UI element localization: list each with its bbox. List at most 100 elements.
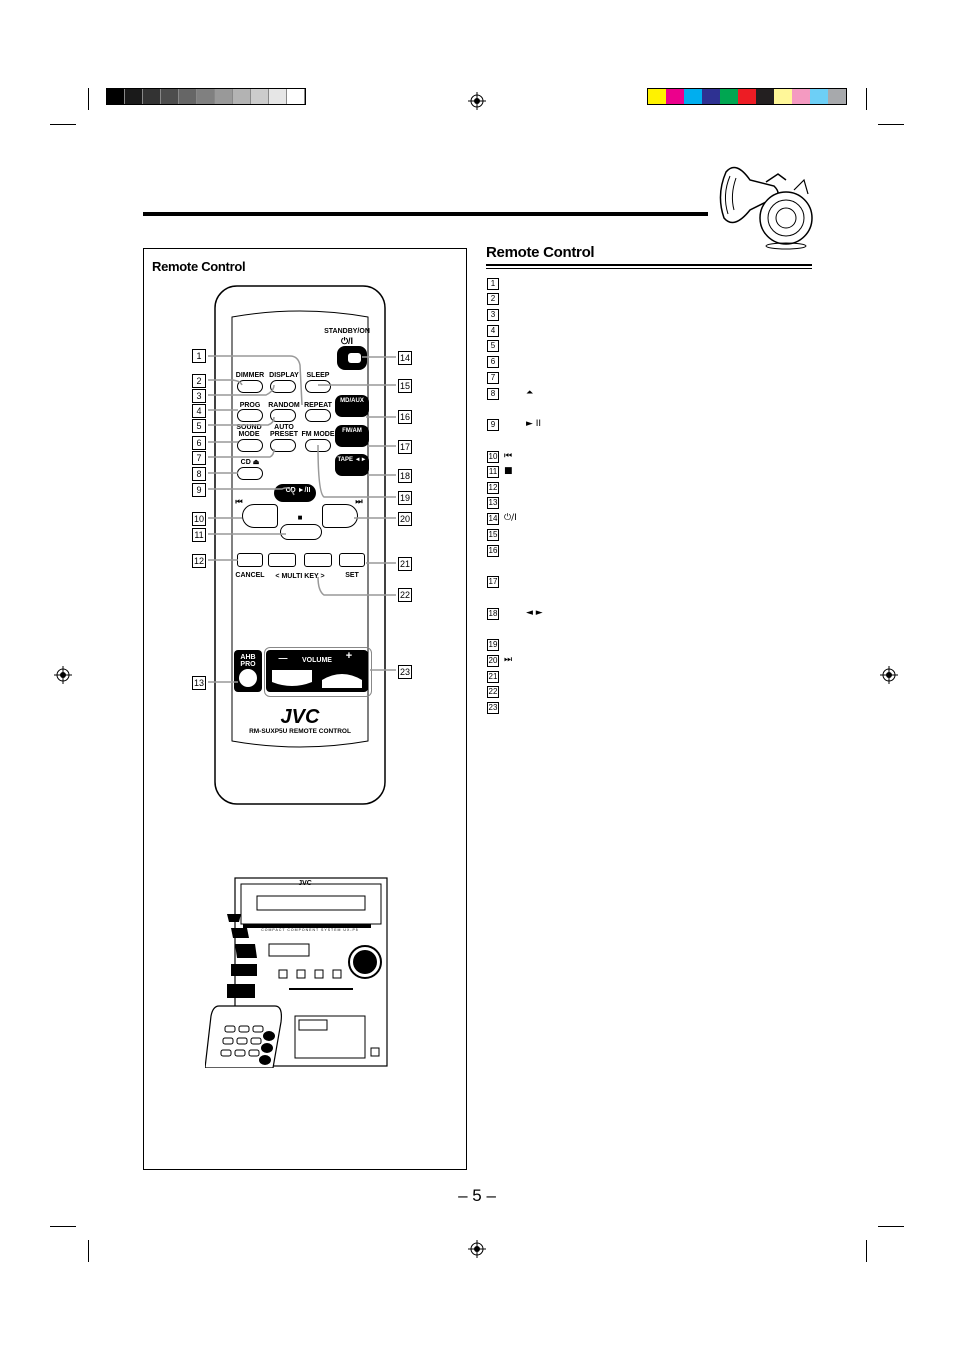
registration-mark-icon (880, 666, 898, 684)
callout-number: 8 (192, 467, 206, 481)
standby-symbol: ⏻/I (340, 336, 354, 346)
prog-button[interactable] (237, 409, 263, 422)
volume-plus-label: + (345, 650, 353, 662)
multi-key-right-button[interactable] (304, 553, 332, 567)
gray-swatch (197, 89, 215, 104)
auto-preset-button[interactable] (270, 439, 296, 452)
standby-label: STANDBY/ON (324, 328, 370, 335)
volume-up-button[interactable] (320, 668, 364, 690)
cd-eject-label: CD ⏏ (240, 459, 260, 466)
gramophone-horn-icon (719, 166, 813, 250)
item-number-box: 15 (487, 529, 499, 541)
repeat-button[interactable] (305, 409, 331, 422)
callout-number: 1 (192, 349, 206, 363)
auto-preset-label: AUTO PRESET (269, 424, 298, 438)
fm-mode-label: FM MODE (301, 431, 335, 438)
tape-button[interactable]: TAPE ◄► (335, 454, 369, 476)
registration-mark-icon (54, 666, 72, 684)
gray-swatch (107, 89, 125, 104)
gray-swatch (233, 89, 251, 104)
right-panel-heading: Remote Control (486, 244, 595, 261)
crop-mark (50, 1226, 76, 1227)
unit-brand-logo: JVC (298, 880, 312, 887)
item-number-box: 18 (487, 608, 499, 620)
callout-number: 6 (192, 436, 206, 450)
item-number-box: 23 (487, 702, 499, 714)
gray-swatch (287, 89, 305, 104)
item-number-box: 17 (487, 576, 499, 588)
color-swatch (684, 89, 702, 104)
sleep-label: SLEEP (306, 372, 330, 379)
display-label: DISPLAY (269, 372, 299, 379)
dimmer-button[interactable] (237, 380, 263, 393)
gray-swatch (161, 89, 179, 104)
sleep-button[interactable] (305, 380, 331, 393)
ahb-pro-button[interactable] (234, 650, 262, 692)
page-number: – 5 – (458, 1186, 496, 1205)
item-number-box: 6 (487, 356, 499, 368)
volume-down-button[interactable] (270, 668, 314, 690)
item-number-box: 13 (487, 497, 499, 509)
item-symbol: ■ (504, 466, 513, 476)
callout-number: 21 (398, 557, 412, 571)
color-swatch (738, 89, 756, 104)
fm-am-button[interactable]: FM/AM (335, 425, 369, 447)
md-aux-button[interactable]: MD/AUX (335, 395, 369, 417)
ahb-pro-label: AHB PRO (240, 654, 256, 668)
gray-swatch (215, 89, 233, 104)
registration-mark-icon (468, 92, 486, 110)
unit-tagline: COMPACT COMPONENT SYSTEM UX-P5 (261, 928, 359, 932)
item-number-box: 2 (487, 293, 499, 305)
gray-swatch (125, 89, 143, 104)
crop-mark (878, 124, 904, 125)
prog-label: PROG (239, 402, 261, 409)
item-symbol: ⏮ (504, 451, 513, 461)
callout-number: 7 (192, 451, 206, 465)
item-number-box: 7 (487, 372, 499, 384)
sound-mode-button[interactable] (237, 439, 263, 452)
crop-mark (866, 88, 867, 110)
right-heading-rule (486, 264, 812, 266)
color-swatch (648, 89, 666, 104)
callout-number: 11 (192, 528, 206, 542)
cancel-label: CANCEL (235, 572, 265, 579)
gray-swatch (179, 89, 197, 104)
standby-button[interactable] (337, 346, 367, 370)
remote-model-label: RM-SUXP5U REMOTE CONTROL (249, 728, 351, 735)
item-number-box: 12 (487, 482, 499, 494)
repeat-label: REPEAT (304, 402, 332, 409)
item-symbol: ◄ ► (526, 608, 543, 618)
item-number-box: 20 (487, 655, 499, 667)
next-button[interactable] (322, 504, 358, 528)
item-number-box: 22 (487, 686, 499, 698)
item-number-box: 16 (487, 545, 499, 557)
next-icon: ⏭ (355, 497, 363, 506)
item-symbol: ► II (526, 419, 542, 429)
prev-button[interactable] (242, 504, 278, 528)
right-heading-rule-thin (486, 268, 812, 269)
multi-key-left-button[interactable] (268, 553, 296, 567)
set-button[interactable] (339, 553, 365, 567)
item-number-box: 19 (487, 639, 499, 651)
prev-icon: ⏮ (235, 497, 243, 506)
item-symbol: ⏭ (504, 655, 513, 665)
gray-swatch (269, 89, 287, 104)
color-swatch (792, 89, 810, 104)
color-swatch (756, 89, 774, 104)
registration-mark-icon (468, 1240, 486, 1258)
stop-icon: ■ (297, 513, 303, 522)
item-number-box: 21 (487, 671, 499, 683)
item-number-box: 4 (487, 325, 499, 337)
display-button[interactable] (270, 380, 296, 393)
stop-button[interactable] (280, 524, 322, 540)
color-swatch (702, 89, 720, 104)
callout-number: 22 (398, 588, 412, 602)
crop-mark (88, 88, 89, 110)
callout-number: 14 (398, 351, 412, 365)
callout-number: 16 (398, 410, 412, 424)
random-button[interactable] (270, 409, 296, 422)
remote-brand-logo: JVC (280, 706, 320, 728)
callout-number: 19 (398, 491, 412, 505)
item-symbol: ⏻/I (504, 513, 517, 523)
crop-mark (866, 1240, 867, 1262)
